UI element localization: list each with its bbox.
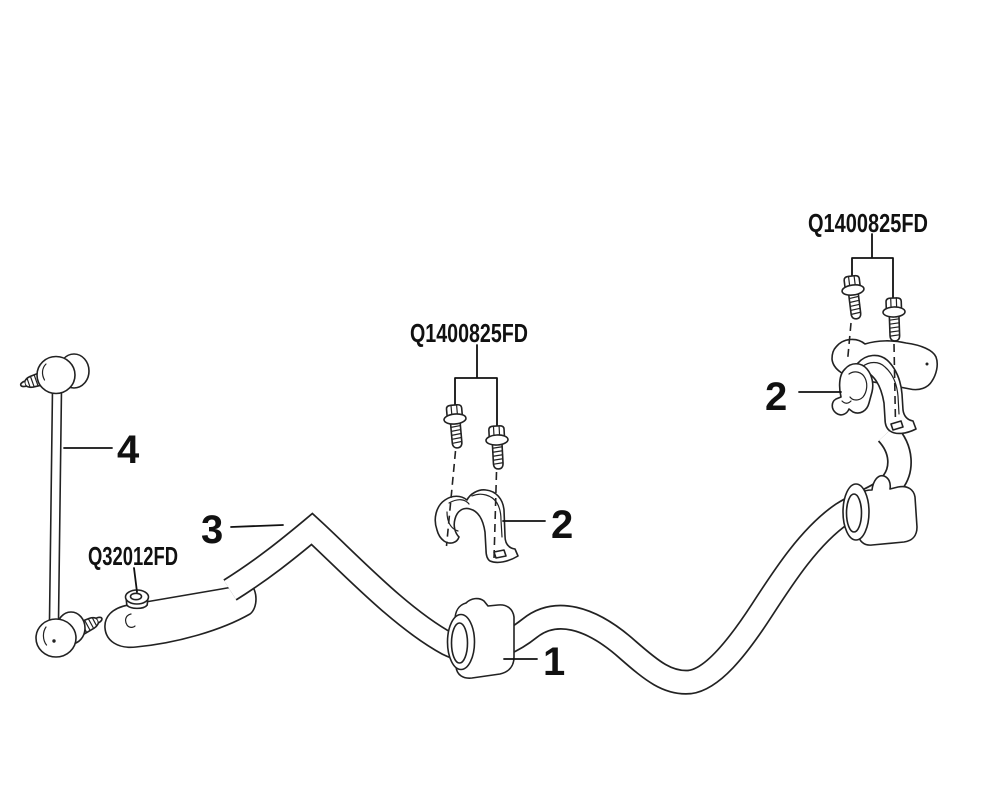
callout-2-bracket-middle: 2 bbox=[551, 503, 573, 547]
bracket-middle bbox=[434, 489, 519, 564]
bushing-middle bbox=[446, 597, 515, 679]
bracket-middle-foot-slot bbox=[493, 549, 507, 559]
labels: Q1400825FD Q1400825FD Q32012FD 4 3 1 2 2 bbox=[88, 208, 928, 684]
bolt-right-left bbox=[841, 274, 865, 320]
bolt-right-right bbox=[882, 297, 906, 342]
link-bottom-housing bbox=[35, 618, 77, 658]
leader-link-nut bbox=[133, 567, 138, 593]
stabilizer-bar-left-end bbox=[104, 583, 257, 649]
callout-1-bushing: 1 bbox=[543, 640, 565, 684]
link-top-housing bbox=[36, 355, 76, 395]
callout-4-link: 4 bbox=[117, 428, 140, 472]
part-number-bolts-right: Q1400825FD bbox=[808, 208, 928, 238]
assembly-dashed-lines bbox=[445, 322, 897, 560]
bracket-right-foot-slot bbox=[890, 420, 904, 431]
bracket-right bbox=[831, 354, 917, 435]
callout-3-bar: 3 bbox=[201, 508, 223, 552]
callout-2-bracket-right: 2 bbox=[765, 375, 787, 419]
part-number-link-nut: Q32012FD bbox=[88, 541, 178, 571]
link-rod bbox=[48, 388, 63, 622]
stabilizer-link bbox=[19, 353, 103, 658]
leader-lines bbox=[63, 233, 894, 660]
arm-hole-mark bbox=[925, 362, 929, 366]
bolt-middle-right bbox=[485, 425, 509, 470]
bushing-right bbox=[842, 474, 918, 546]
bolt-middle-left bbox=[443, 403, 467, 449]
leader-bolts-right bbox=[851, 233, 894, 303]
leader-callout-3 bbox=[230, 524, 284, 528]
part-number-bolts-middle: Q1400825FD bbox=[410, 318, 528, 348]
bar-end-paddle bbox=[104, 583, 257, 649]
link-mount-nut bbox=[124, 589, 150, 610]
bracket-middle-body bbox=[434, 489, 519, 564]
link-bottom-center-mark bbox=[52, 639, 56, 643]
leader-bolts-middle bbox=[454, 344, 498, 433]
